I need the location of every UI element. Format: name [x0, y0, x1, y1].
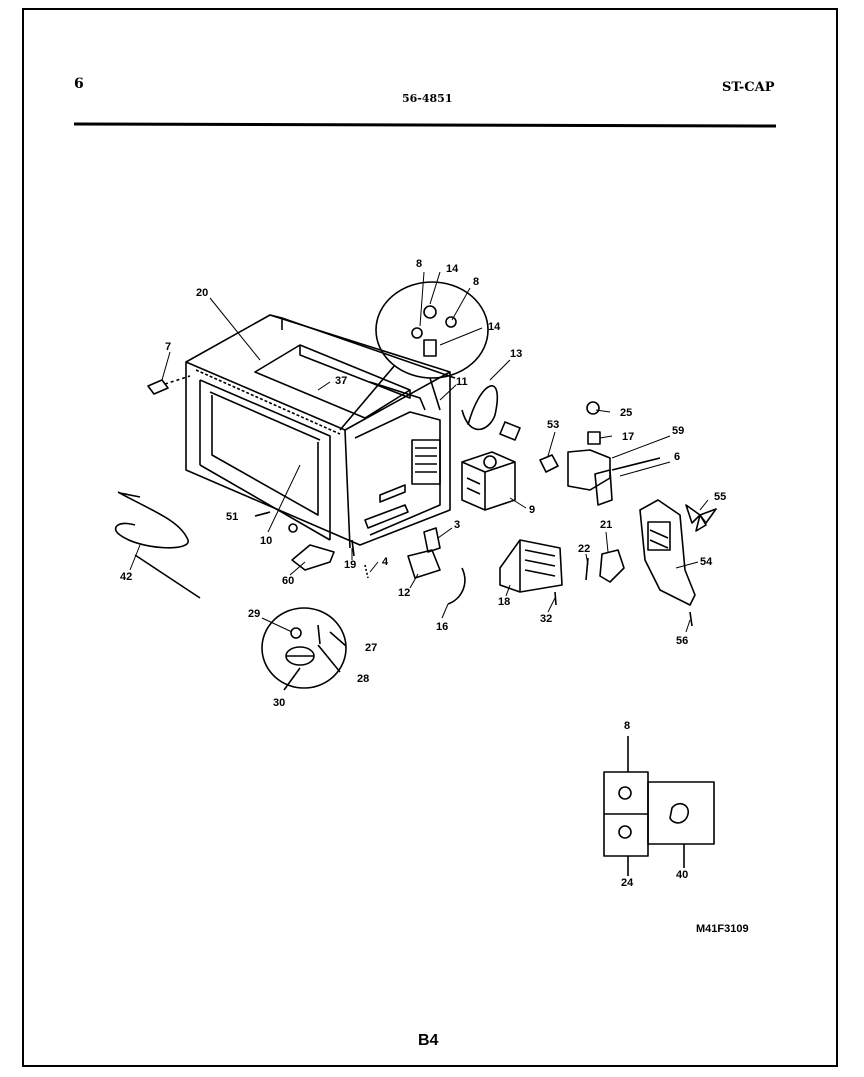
part-label-24: 24: [621, 877, 634, 889]
part-label-51: 51: [226, 511, 239, 523]
part-56: [689, 611, 693, 627]
part-label-4: 4: [382, 556, 389, 568]
part-label-59: 59: [672, 425, 685, 437]
part-16: [447, 567, 466, 605]
part-21: [599, 549, 625, 583]
part-10: [288, 523, 298, 533]
drawing-code: M41F3109: [696, 923, 749, 935]
part-label-40: 40: [676, 869, 689, 881]
cabinet-shell: [185, 314, 456, 549]
leader-lines: [129, 271, 709, 633]
part-label-21: 21: [600, 519, 613, 531]
part-label-8: 8: [473, 276, 480, 288]
part-7: [147, 379, 169, 395]
part-label-32: 32: [540, 613, 553, 625]
part-label-14: 14: [446, 263, 459, 275]
part-9-magnetron: [461, 451, 516, 511]
category-code: ST-CAP: [722, 80, 775, 95]
part-label-17: 17: [622, 431, 635, 443]
part-12: [407, 549, 441, 579]
part-label-20: 20: [196, 287, 209, 299]
drawing-frame: [22, 8, 838, 1067]
header-rule: [73, 122, 777, 128]
part-label-6: 6: [674, 451, 681, 463]
part-label-19: 19: [344, 559, 357, 571]
part-3: [423, 527, 441, 553]
part-4: [364, 564, 369, 579]
part-label-3: 3: [454, 519, 461, 531]
part-54: [639, 499, 696, 606]
part-55: [685, 504, 717, 532]
part-label-13: 13: [510, 348, 523, 360]
part-label-55: 55: [714, 491, 727, 503]
part-label-12: 12: [398, 587, 411, 599]
part-17: [587, 431, 601, 445]
callout-circle-top: [339, 281, 489, 431]
part-label-53: 53: [547, 419, 560, 431]
part-label-7: 7: [165, 341, 172, 353]
part-label-11: 11: [456, 376, 468, 388]
part-label-56: 56: [676, 635, 689, 647]
part-label-10: 10: [260, 535, 273, 547]
component-box: [603, 736, 715, 876]
part-label-8: 8: [416, 258, 423, 270]
part-label-9: 9: [529, 504, 536, 516]
part-13-cord: [461, 385, 499, 431]
part-label-16: 16: [436, 621, 449, 633]
sheet-label: B4: [418, 1032, 439, 1049]
part-label-54: 54: [700, 556, 713, 568]
part-label-27: 27: [365, 642, 378, 654]
part-label-37: 37: [335, 375, 348, 387]
page-number: 6: [74, 76, 84, 92]
part-label-18: 18: [498, 596, 511, 608]
part-label-8: 8: [624, 720, 631, 732]
part-label-29: 29: [248, 608, 261, 620]
part-label-60: 60: [282, 575, 295, 587]
part-42-heater: [114, 491, 201, 599]
model-code: 56-4851: [402, 92, 453, 105]
callout-circle-bottom: [261, 607, 347, 691]
part-label-30: 30: [273, 697, 286, 709]
part-32: [554, 591, 557, 606]
part-label-22: 22: [578, 543, 591, 555]
part-18-transformer: [499, 539, 563, 593]
part-53: [539, 454, 559, 473]
part-59: [567, 449, 611, 491]
part-25: [586, 401, 600, 415]
part-19: [351, 539, 355, 557]
part-label-28: 28: [357, 673, 370, 685]
part-label-14: 14: [488, 321, 501, 333]
part-60: [291, 544, 335, 571]
part-label-25: 25: [620, 407, 633, 419]
part-label-42: 42: [120, 571, 133, 583]
